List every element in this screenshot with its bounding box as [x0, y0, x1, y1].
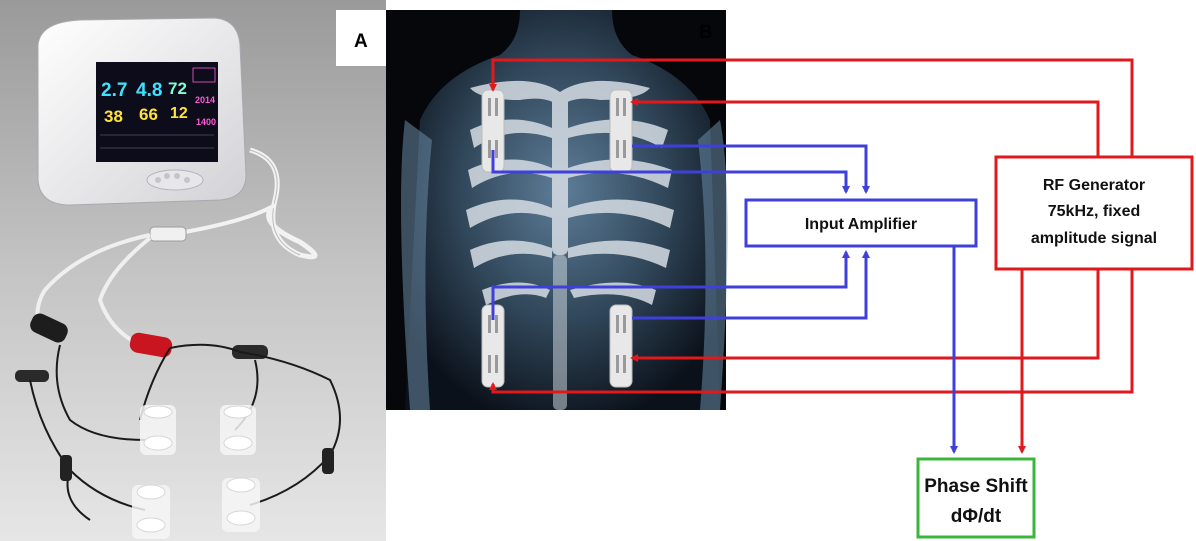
phase-shift-box: Phase Shift dΦ/dt	[918, 459, 1034, 537]
reading-5: 66	[139, 105, 158, 124]
reading-6: 12	[170, 105, 188, 122]
input-amplifier-label: Input Amplifier	[805, 216, 917, 233]
monitor-device: 2.7 4.8 72 38 66 12 2014 1400	[38, 18, 246, 205]
phase-shift-line-1: Phase Shift	[924, 476, 1028, 497]
reading-2: 4.8	[136, 80, 162, 101]
device-photo-panel: 2.7 4.8 72 38 66 12 2014 1400	[0, 0, 386, 541]
reading-1: 2.7	[101, 80, 127, 101]
device-photo: 2.7 4.8 72 38 66 12 2014 1400	[0, 0, 386, 541]
reading-3: 72	[168, 79, 187, 98]
rf-generator-line-2: 75kHz, fixed	[1048, 203, 1140, 220]
panel-label-a: A	[354, 31, 368, 52]
rf-generator-line-1: RF Generator	[1043, 177, 1145, 194]
input-amplifier-box: Input Amplifier	[746, 200, 976, 246]
cable-junction	[150, 227, 186, 241]
schematic-panel: B Input Amplifier RF Generator 75kHz, f	[386, 0, 1196, 541]
reading-4: 38	[104, 107, 123, 126]
reading-8: 1400	[196, 117, 216, 127]
schematic-diagram: B Input Amplifier RF Generator 75kHz, f	[386, 0, 1196, 541]
panel-label-b: B	[699, 22, 713, 43]
rf-generator-line-3: amplitude signal	[1031, 230, 1157, 247]
rf-generator-box: RF Generator 75kHz, fixed amplitude sign…	[996, 157, 1192, 269]
reading-7: 2014	[195, 95, 215, 105]
torso-xray-image	[386, 10, 728, 410]
phase-shift-line-2: dΦ/dt	[951, 506, 1002, 527]
